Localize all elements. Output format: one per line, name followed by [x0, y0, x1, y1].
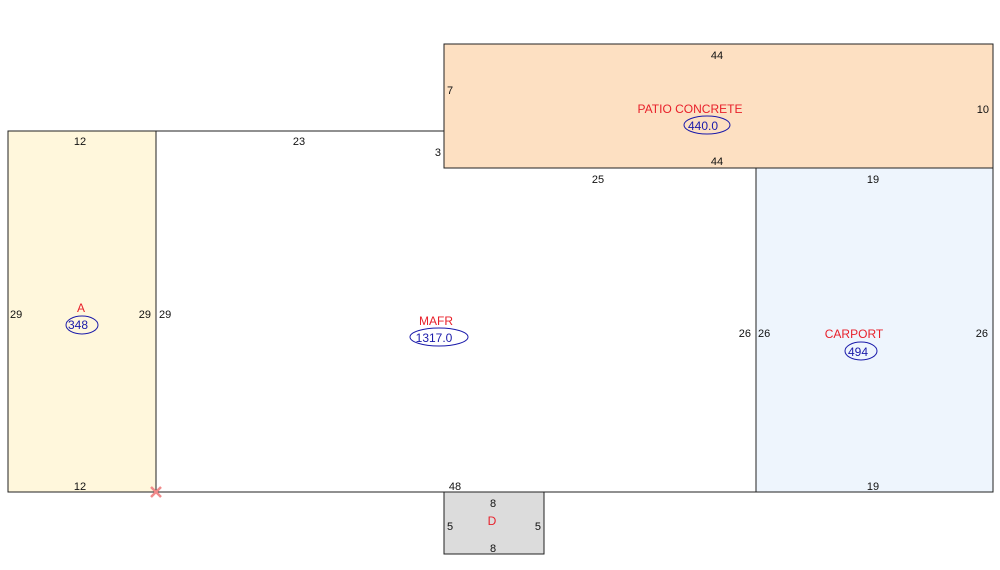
room-a[interactable]: A 348 12 12 29 29 [7, 130, 157, 493]
room-d-shape[interactable] [443, 491, 545, 555]
room-patio-shape[interactable] [443, 43, 994, 169]
room-carport-dim-top: 19 [867, 174, 879, 186]
room-carport-dim-left: 26 [758, 328, 770, 340]
room-d-dim-right: 5 [535, 521, 541, 533]
room-mafr-label: MAFR [419, 314, 453, 328]
room-mafr-dim-right: 26 [739, 328, 751, 340]
room-patio-area-oval [683, 115, 731, 135]
room-carport-area-oval [844, 341, 878, 361]
room-patio-concrete[interactable]: PATIO CONCRETE 440.0 44 44 7 10 [443, 43, 994, 169]
room-mafr-area: 1317.0 [416, 331, 453, 345]
room-patio-dim-bottom: 44 [711, 156, 723, 168]
room-a-dim-right: 29 [139, 309, 151, 321]
room-mafr-shape[interactable] [155, 130, 757, 493]
room-mafr-dim-left: 29 [159, 309, 171, 321]
room-mafr-dim-top-inner: 25 [592, 174, 604, 186]
room-carport-label: CARPORT [825, 327, 884, 341]
room-carport-shape[interactable] [755, 167, 994, 493]
room-mafr-area-oval [409, 327, 469, 347]
room-patio-dim-left: 7 [447, 85, 453, 97]
room-a-label: A [77, 301, 85, 315]
room-carport-dim-bottom: 19 [867, 481, 879, 493]
room-patio-area: 440.0 [688, 119, 718, 133]
room-carport-dim-right: 26 [976, 328, 988, 340]
x-marker-icon[interactable] [150, 486, 162, 498]
room-patio-dim-top: 44 [711, 50, 723, 62]
room-carport[interactable]: CARPORT 494 19 19 26 26 [755, 167, 994, 493]
room-d-label: D [488, 514, 497, 528]
room-a-dim-bottom: 12 [74, 481, 86, 493]
room-a-area-oval [65, 315, 99, 335]
room-mafr-dim-step-left: 3 [435, 147, 441, 159]
room-carport-area: 494 [848, 345, 868, 359]
room-d-dim-bottom: 8 [490, 543, 496, 555]
room-mafr-dim-bottom: 48 [449, 481, 461, 493]
room-a-dim-left: 29 [10, 309, 22, 321]
room-patio-dim-right: 10 [977, 104, 989, 116]
room-d-dim-top: 8 [490, 498, 496, 510]
room-a-dim-top: 12 [74, 136, 86, 148]
room-mafr-dim-top: 23 [293, 136, 305, 148]
room-d[interactable]: D 8 8 5 5 [443, 491, 545, 555]
room-mafr[interactable]: MAFR 1317.0 23 25 48 29 26 3 3 [155, 130, 757, 493]
room-a-area: 348 [68, 318, 88, 332]
room-patio-label: PATIO CONCRETE [638, 102, 743, 116]
room-d-dim-left: 5 [447, 521, 453, 533]
room-a-shape[interactable] [7, 130, 157, 493]
